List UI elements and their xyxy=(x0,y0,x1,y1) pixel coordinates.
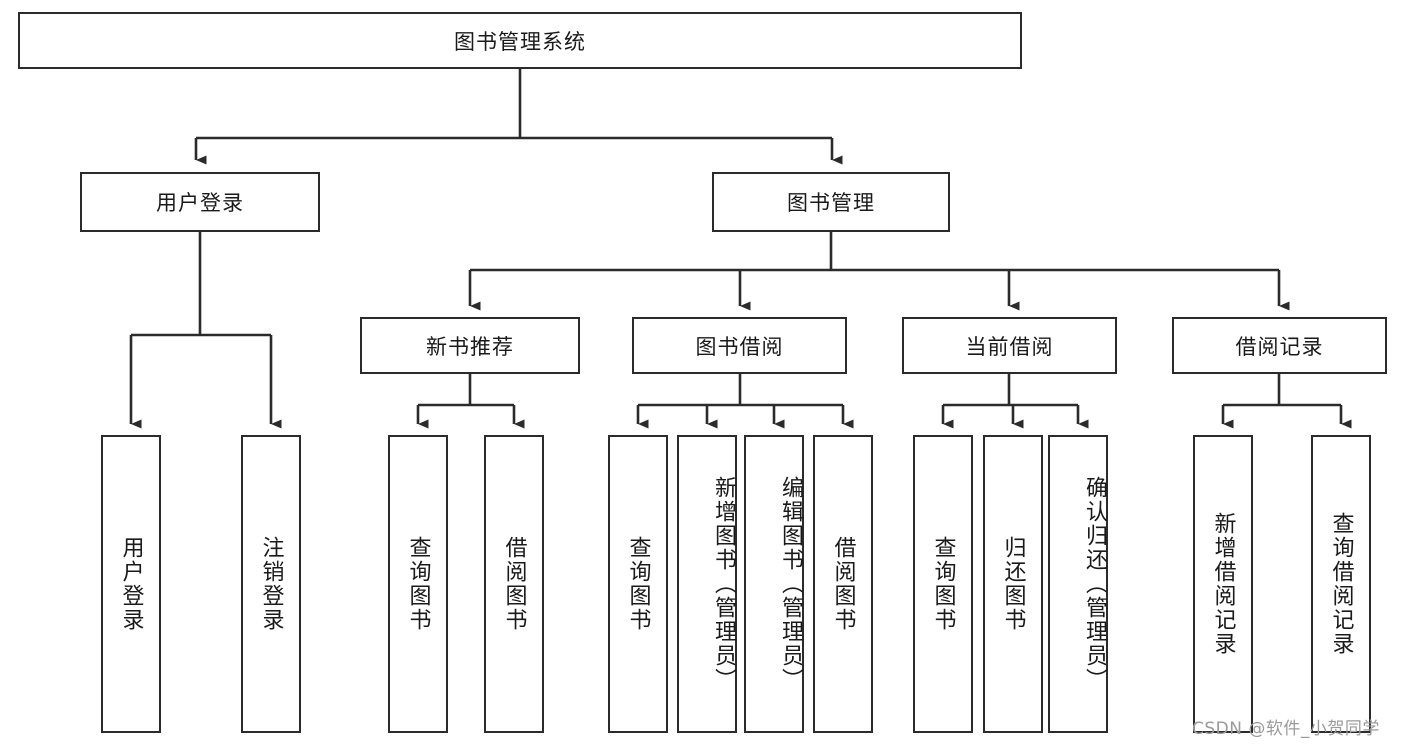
edge-current-borrow-to-leaves xyxy=(941,374,1089,429)
node-leaf-borrow-book-1[interactable]: 借阅图书 xyxy=(484,435,544,733)
node-user-login[interactable]: 用户登录 xyxy=(80,172,320,232)
node-leaf-user-login[interactable]: 用户登录 xyxy=(101,435,161,733)
node-borrow-record[interactable]: 借阅记录 xyxy=(1172,317,1387,374)
edge-root-to-level2 xyxy=(194,69,843,165)
node-current-borrow[interactable]: 当前借阅 xyxy=(902,317,1117,374)
node-leaf-logout-login[interactable]: 注销登录 xyxy=(241,435,301,733)
node-leaf-add-book-admin[interactable]: 新增图书（管理员） xyxy=(677,435,737,733)
edge-book-borrow-to-leaves xyxy=(636,374,854,429)
node-leaf-query-book-3[interactable]: 查询图书 xyxy=(913,435,973,733)
node-leaf-confirm-return-admin[interactable]: 确认归还（管理员） xyxy=(1048,435,1108,733)
node-leaf-edit-book-admin[interactable]: 编辑图书（管理员） xyxy=(744,435,804,733)
csdn-watermark: CSDN @软件_小贺同学 xyxy=(1192,719,1380,739)
node-leaf-query-book-1[interactable]: 查询图书 xyxy=(388,435,448,733)
node-leaf-query-borrow-record[interactable]: 查询借阅记录 xyxy=(1311,435,1371,733)
node-leaf-add-borrow-record[interactable]: 新增借阅记录 xyxy=(1193,435,1253,733)
node-book-management[interactable]: 图书管理 xyxy=(712,172,950,232)
node-leaf-query-book-2[interactable]: 查询图书 xyxy=(608,435,668,733)
node-root-system[interactable]: 图书管理系统 xyxy=(18,12,1022,69)
edge-book-management-to-level3 xyxy=(468,232,1290,311)
edge-user-login-to-leaves xyxy=(129,232,282,429)
node-new-book-recommend[interactable]: 新书推荐 xyxy=(360,317,580,374)
edge-borrow-record-to-leaves xyxy=(1221,374,1352,429)
edge-new-book-recommend-to-leaves xyxy=(416,374,525,429)
node-book-borrow[interactable]: 图书借阅 xyxy=(632,317,847,374)
node-leaf-return-book[interactable]: 归还图书 xyxy=(983,435,1043,733)
node-leaf-borrow-book-2[interactable]: 借阅图书 xyxy=(813,435,873,733)
